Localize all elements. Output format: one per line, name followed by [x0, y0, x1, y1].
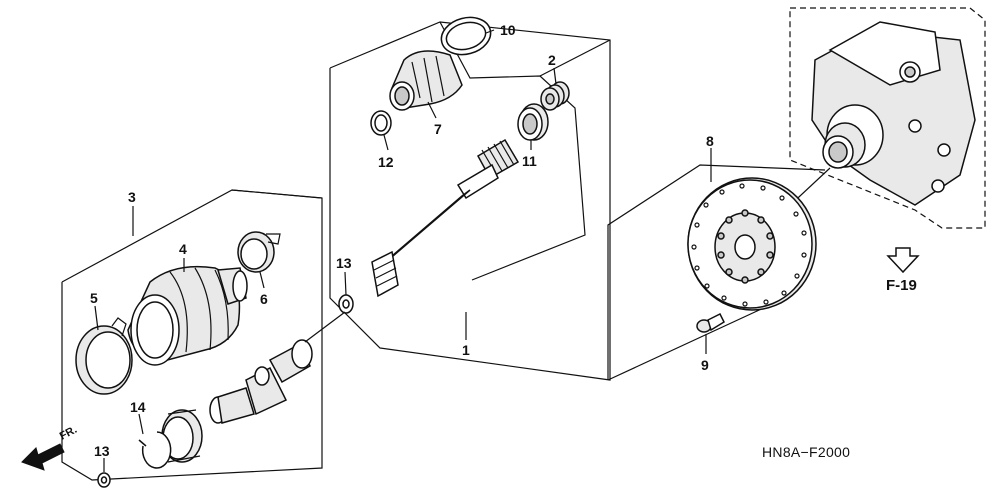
part-13-washer-upper-inner: [342, 299, 350, 309]
part-11-bearing: [517, 103, 549, 141]
part-7-boot: [389, 50, 463, 111]
callout-5: 5: [90, 290, 98, 306]
part-10-o-ring-inner: [445, 21, 487, 51]
group-outline-shaft-top: [539, 39, 611, 77]
part-12-ring-inner: [374, 114, 388, 132]
callout-13-upper: 13: [336, 255, 352, 271]
part-13-washer-lower-inner: [100, 476, 108, 484]
front-label: FR.: [58, 424, 79, 443]
group-outline-joint-top: [231, 189, 323, 199]
callout-4: 4: [179, 241, 187, 257]
callout-7: 7: [434, 121, 442, 137]
part-5-band-clamp: [75, 317, 133, 395]
callout-14: 14: [130, 399, 146, 415]
callout-10: 10: [500, 22, 516, 38]
universal-joint: [209, 311, 346, 424]
callout-11: 11: [522, 153, 537, 169]
callout-6: 6: [260, 291, 268, 307]
hub-knuckle: [811, 21, 976, 206]
disc-outline-bottom: [607, 304, 771, 381]
group-outline-shaft-inner: [439, 21, 586, 281]
callout-12: 12: [378, 154, 394, 170]
callout-1: 1: [462, 342, 470, 358]
group-outline-shaft: [329, 21, 611, 381]
callout-8: 8: [706, 133, 714, 149]
part-14-circlip: [138, 431, 172, 469]
disc-outline: [607, 164, 826, 380]
hub-dashed-outline: [789, 7, 986, 229]
part-8-brake-disc: [687, 177, 817, 311]
callout-2: 2: [548, 52, 556, 68]
joint-leader: [304, 311, 346, 343]
part-9-bolt: [696, 312, 725, 333]
callout-13-lower: 13: [94, 443, 110, 459]
reference-arrow: [886, 247, 920, 274]
part-6-clamp: [237, 231, 281, 273]
callout-9: 9: [701, 357, 709, 373]
callout-leaders: [94, 29, 712, 472]
disc-holes: [691, 183, 807, 307]
drawing-code: HN8A−F2000: [762, 444, 850, 460]
reference-label: F-19: [886, 277, 917, 294]
callout-3: 3: [128, 189, 136, 205]
part-1-propeller-shaft: [371, 138, 520, 298]
part-4-large-boot: [127, 265, 248, 366]
part-2-spring: [540, 81, 570, 111]
front-arrow-icon: [21, 443, 65, 471]
